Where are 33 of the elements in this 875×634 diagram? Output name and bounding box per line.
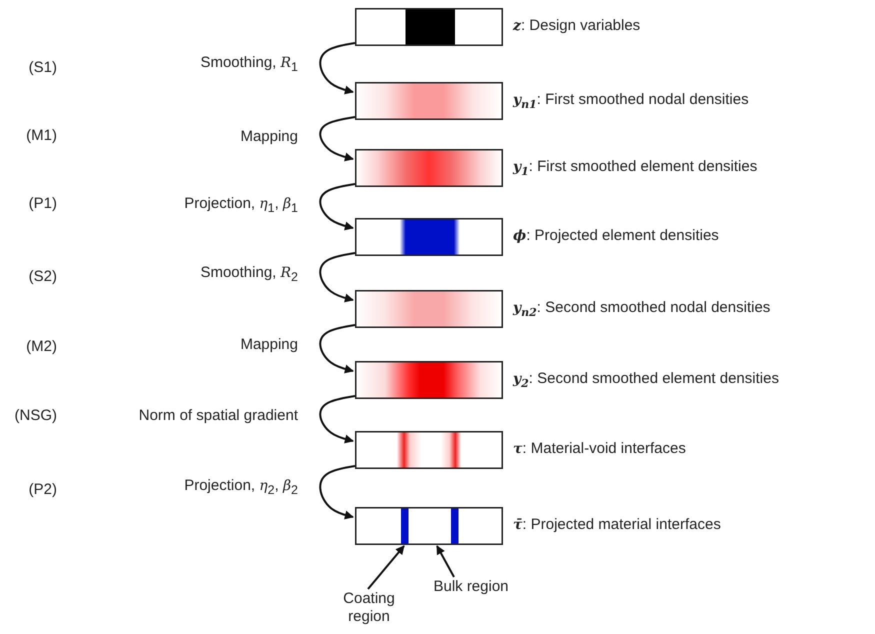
step-code: (P1) (28, 195, 57, 213)
step-label: Projection, η$_{2}$, β$_{2}$ (184, 477, 298, 499)
leader-arrow (367, 545, 405, 590)
step-code: (S1) (28, 59, 57, 77)
step-code: (S2) (28, 268, 57, 286)
step-label: Norm of spatial gradient (138, 407, 298, 425)
step-label: Projection, η$_{1}$, β$_{1}$ (184, 195, 298, 217)
leader-label: Coating region (334, 590, 404, 628)
variable-label: y$_{n1}$: First smoothed nodal densities (513, 91, 749, 113)
variable-label: τ̄: Projected material interfaces (513, 516, 721, 534)
variable-label: τ: Material-void interfaces (513, 440, 686, 458)
curved-arrow (319, 252, 356, 302)
step-label: Smoothing, R$_{1}$ (200, 54, 298, 76)
step-code: (M1) (26, 127, 57, 145)
variable-label: y$_{n2}$: Second smoothed nodal densities (513, 299, 770, 321)
variable-label: y$_{2}$: Second smoothed element densities (513, 370, 779, 392)
step-code: (NSG) (14, 407, 57, 425)
step-label: Mapping (240, 128, 298, 146)
curved-arrow (319, 395, 356, 444)
step-code: (M2) (26, 338, 57, 356)
step-label: Smoothing, R$_{2}$ (200, 264, 298, 286)
curved-arrow (319, 42, 356, 94)
variable-label: z: Design variables (513, 17, 640, 35)
step-label: Mapping (240, 336, 298, 354)
curved-arrow (319, 116, 356, 162)
leader-arrow (436, 545, 455, 578)
curved-arrow (319, 465, 356, 520)
curved-arrow (319, 324, 356, 374)
variable-label: y$_{1}$: First smoothed element densities (513, 158, 758, 180)
variable-label: ϕ: Projected element densities (513, 227, 719, 245)
leader-label: Bulk region (418, 578, 524, 598)
curved-arrow (319, 183, 356, 230)
step-code: (P2) (28, 481, 57, 499)
